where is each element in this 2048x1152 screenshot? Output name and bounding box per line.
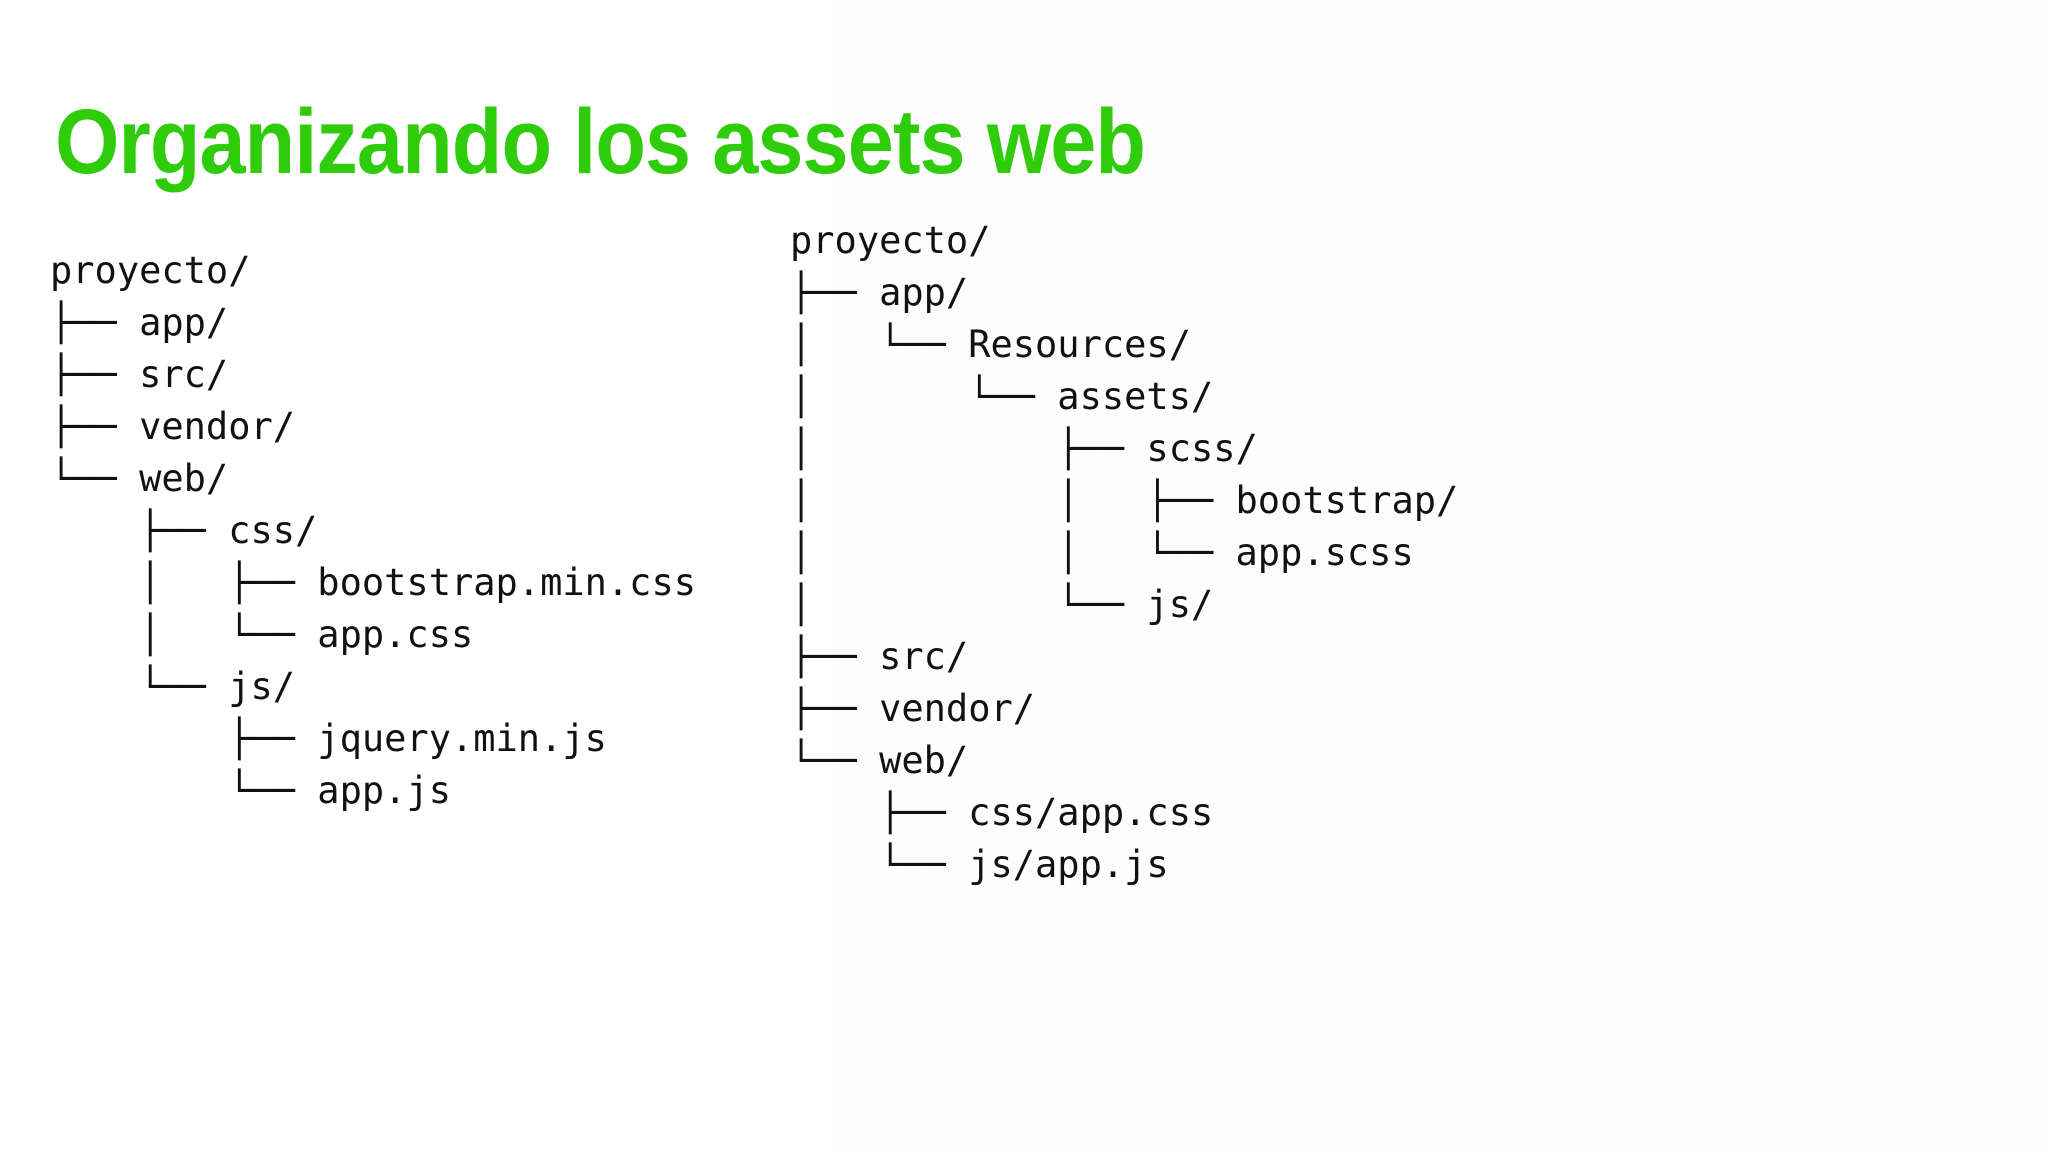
tree-line: │ └── app.css: [50, 613, 474, 656]
tree-line: └── web/: [50, 457, 229, 500]
tree-line: │ ├── scss/: [790, 427, 1258, 470]
tree-line: └── app.js: [50, 769, 451, 812]
tree-line: ├── src/: [50, 353, 229, 396]
tree-line: ├── css/: [50, 509, 318, 552]
tree-line: proyecto/: [50, 249, 251, 292]
tree-line: ├── app/: [50, 301, 229, 344]
page-title: Organizando los assets web: [55, 90, 1146, 193]
tree-line: ├── css/app.css: [790, 791, 1214, 834]
tree-line: │ │ └── app.scss: [790, 531, 1414, 574]
tree-line: │ └── js/: [790, 583, 1214, 626]
tree-line: │ ├── bootstrap.min.css: [50, 561, 697, 604]
tree-line: └── js/: [50, 665, 296, 708]
tree-line: ├── jquery.min.js: [50, 717, 607, 760]
directory-tree-left: proyecto/ ├── app/ ├── src/ ├── vendor/ └── …: [50, 245, 696, 817]
tree-line: ├── app/: [790, 271, 969, 314]
tree-line: ├── vendor/: [50, 405, 296, 448]
tree-line: └── web/: [790, 739, 969, 782]
tree-line: proyecto/: [790, 219, 991, 262]
tree-line: ├── src/: [790, 635, 969, 678]
tree-line: │ └── assets/: [790, 375, 1214, 418]
tree-line: │ │ ├── bootstrap/: [790, 479, 1459, 522]
directory-tree-right: proyecto/ ├── app/ │ └── Resources/ │ └── a…: [790, 215, 1458, 891]
tree-line: ├── vendor/: [790, 687, 1036, 730]
tree-line: └── js/app.js: [790, 843, 1169, 886]
tree-line: │ └── Resources/: [790, 323, 1191, 366]
